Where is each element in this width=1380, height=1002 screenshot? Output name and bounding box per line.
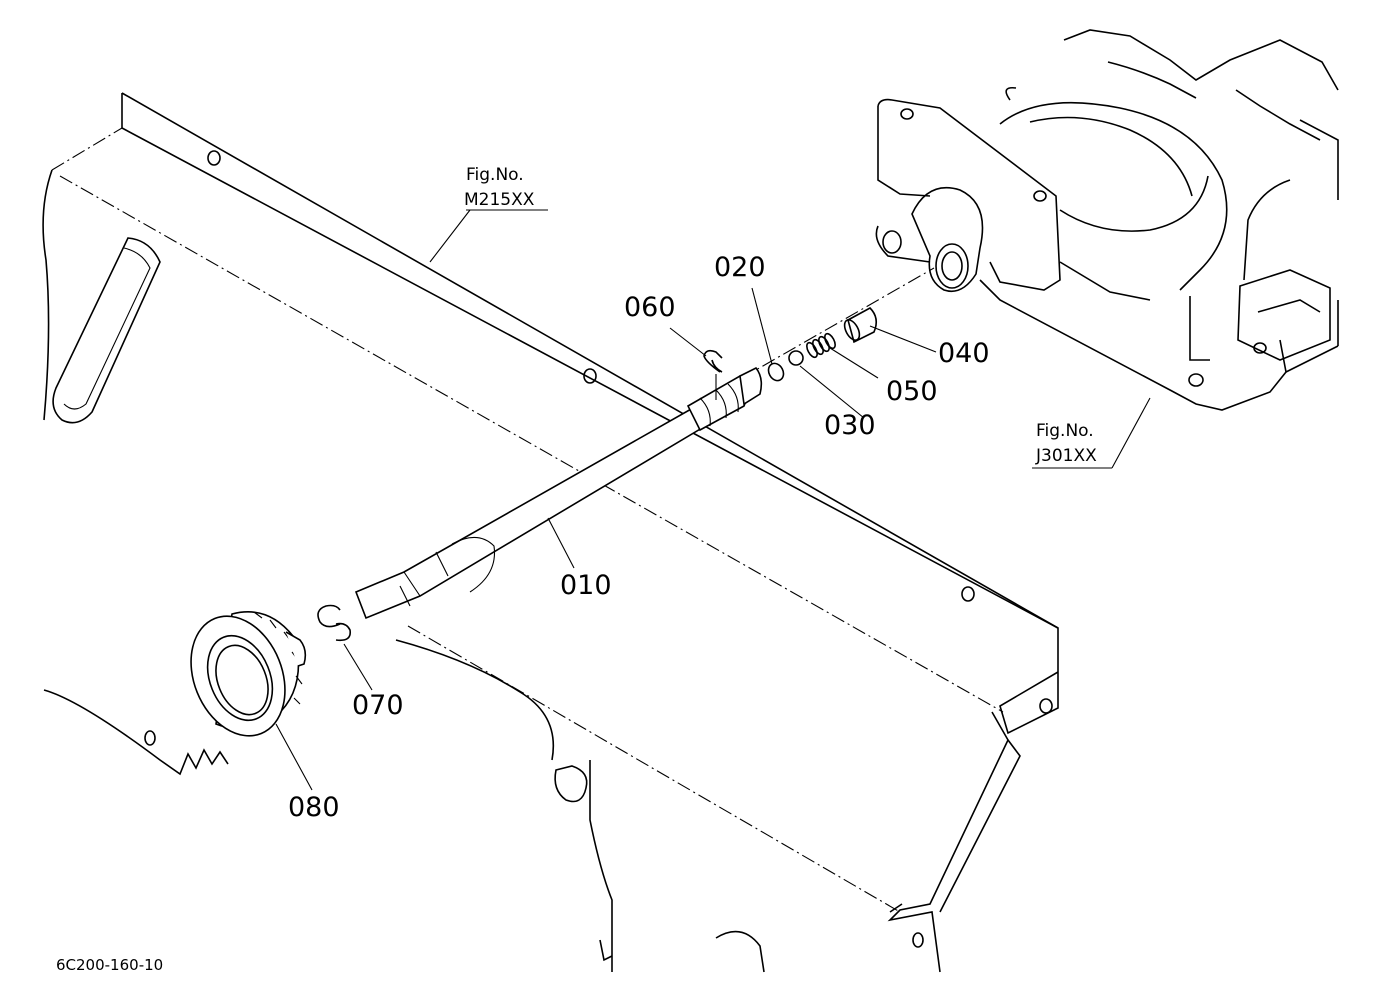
drawing-code: 6C200-160-10	[56, 956, 163, 974]
label-040: 040	[938, 338, 990, 369]
part-050-spring	[806, 332, 836, 359]
part-040-plug	[843, 307, 878, 344]
label-050: 050	[886, 376, 938, 407]
label-030: 030	[824, 410, 876, 441]
fig-ref-j301xx-title: Fig.No.	[1036, 421, 1094, 441]
label-070: 070	[352, 690, 404, 721]
part-070-circlip	[317, 604, 352, 642]
part-080-knob	[190, 611, 307, 737]
frame-panel	[42, 92, 1059, 973]
part-010-shaft	[354, 366, 763, 620]
leader-lines	[275, 209, 1151, 791]
label-020: 020	[714, 252, 766, 283]
label-010: 010	[560, 570, 612, 601]
part-020-o-ring	[767, 362, 785, 382]
assembly-centerline	[699, 267, 935, 403]
part-060-clip	[703, 349, 723, 373]
fig-ref-j301xx-number: J301XX	[1035, 446, 1097, 466]
part-030-ball	[788, 350, 804, 366]
label-060: 060	[624, 292, 676, 323]
fig-ref-m215xx-title: Fig.No.	[466, 165, 524, 185]
transmission-housing	[875, 29, 1339, 411]
fig-ref-m215xx-number: M215XX	[464, 190, 535, 210]
label-080: 080	[288, 792, 340, 823]
